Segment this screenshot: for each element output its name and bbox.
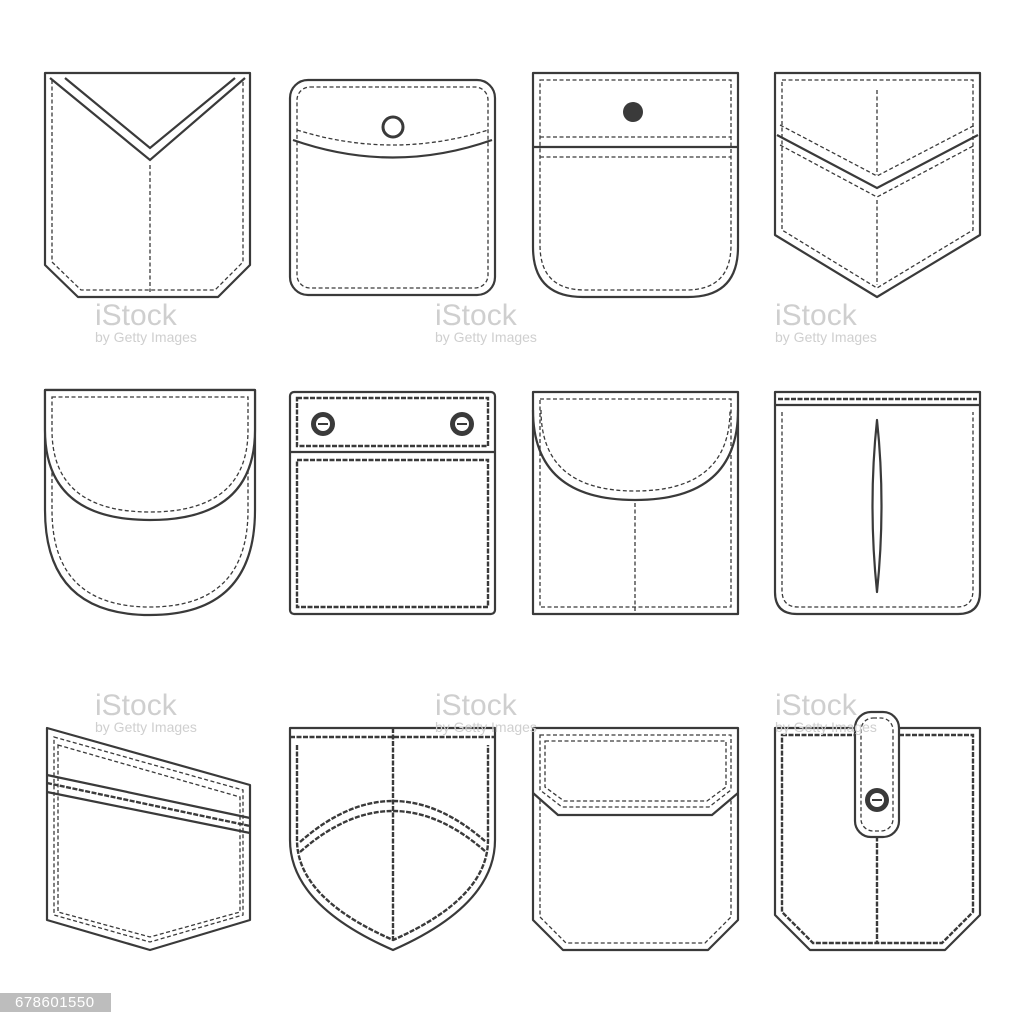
watermark-sub: by Getty Images <box>775 719 877 735</box>
watermark-sub: by Getty Images <box>775 329 877 345</box>
watermark-sub: by Getty Images <box>435 719 537 735</box>
button-icon <box>865 788 889 812</box>
button-icon <box>623 102 643 122</box>
image-id-badge: 678601550 <box>0 993 111 1012</box>
pocket-shield <box>288 726 497 952</box>
watermark: iStock by Getty Images iStock by Getty I… <box>95 299 877 735</box>
watermark-brand: iStock <box>775 689 858 722</box>
pocket-pointed-v-flap <box>43 71 252 299</box>
pocket-double-button-flap <box>288 390 497 616</box>
button-icon <box>381 115 405 139</box>
pocket-chamfer-flap <box>531 726 740 952</box>
pocket-semicircle-flap-split <box>531 390 740 616</box>
watermark-brand: iStock <box>95 299 178 332</box>
pocket-slanted-jeans <box>45 726 252 952</box>
watermark-brand: iStock <box>435 299 518 332</box>
watermark-sub: by Getty Images <box>435 329 537 345</box>
button-icon <box>450 412 474 436</box>
pocket-flap-button-rounded-bottom <box>531 71 740 299</box>
watermark-sub: by Getty Images <box>95 329 197 345</box>
pocket-chevron-pointed <box>773 71 982 299</box>
watermark-brand: iStock <box>435 689 518 722</box>
watermark-brand: iStock <box>775 299 858 332</box>
pocket-round-flap <box>43 388 257 617</box>
pocket-tab-button <box>773 710 982 952</box>
pocket-welt-slit <box>773 390 982 616</box>
watermark-brand: iStock <box>95 689 178 722</box>
pocket-rounded-flap-button <box>288 78 497 297</box>
watermark-sub: by Getty Images <box>95 719 197 735</box>
button-icon <box>311 412 335 436</box>
